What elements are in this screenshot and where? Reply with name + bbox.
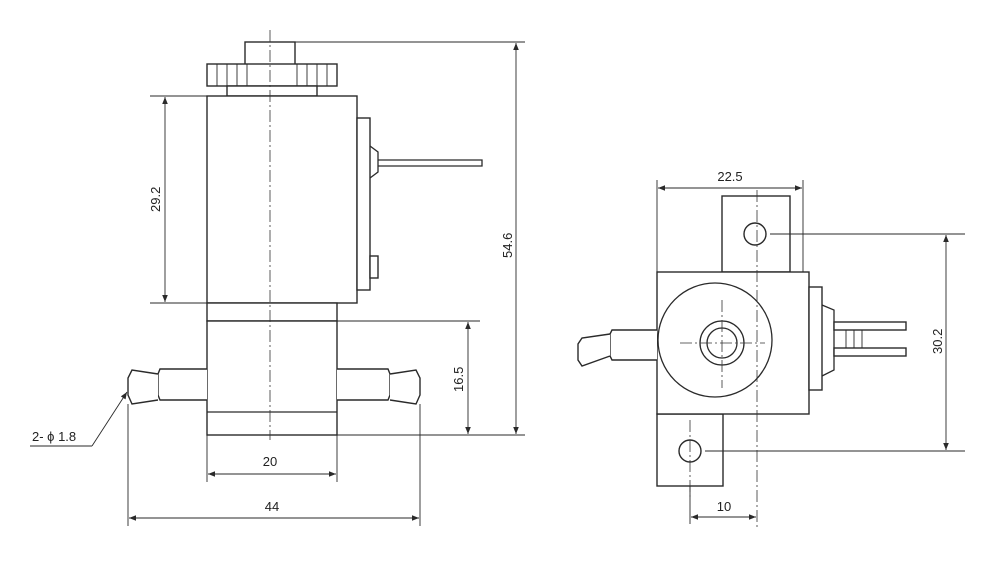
dim-label-hole-spec: 2- ϕ 1.8 [32, 429, 76, 444]
connector-pin [378, 159, 483, 167]
terminal-block [356, 117, 371, 291]
valve-base [206, 302, 338, 322]
side-view: 22.5 30.2 10 [577, 169, 965, 530]
dim-label-hole-pitch: 30.2 [930, 329, 945, 354]
dim-label-base-width: 20 [263, 454, 277, 469]
manual-knob [206, 41, 338, 97]
dim-label-coil-height: 29.2 [148, 187, 163, 212]
dim-label-overall-height: 54.6 [500, 233, 515, 258]
dim-overall-width: 44 [127, 404, 421, 526]
side-connector [808, 286, 907, 391]
leader-hole-spec: 2- ϕ 1.8 [30, 391, 128, 447]
dim-hole-offset: 10 [689, 486, 756, 524]
dim-label-hole-offset: 10 [717, 499, 731, 514]
right-port [337, 368, 421, 405]
side-port [577, 329, 657, 367]
side-body [656, 271, 810, 415]
dim-label-overall-width: 44 [265, 499, 279, 514]
dim-overall-height: 54.6 [295, 41, 525, 436]
dim-coil-height: 29.2 [148, 95, 207, 304]
dim-label-side-width: 22.5 [717, 169, 742, 184]
left-port [127, 368, 207, 405]
coil-face [657, 282, 773, 398]
coil-housing [206, 95, 358, 304]
front-view: 29.2 54.6 16.5 20 44 [30, 30, 525, 526]
dim-base-width: 20 [206, 435, 338, 482]
dim-hole-pitch: 30.2 [705, 233, 965, 452]
dim-label-base-height: 16.5 [451, 367, 466, 392]
dim-base-height: 16.5 [337, 320, 480, 434]
dim-side-width: 22.5 [656, 169, 804, 272]
